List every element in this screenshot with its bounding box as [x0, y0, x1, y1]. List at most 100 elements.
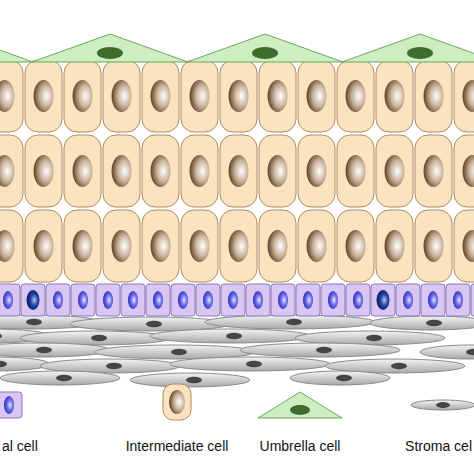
stroma-nucleus	[246, 361, 262, 367]
intermediate-nucleus	[424, 80, 444, 112]
umbrella-nucleus	[97, 47, 123, 59]
intermediate-nucleus	[307, 230, 327, 262]
intermediate-nucleus	[112, 80, 132, 112]
basal-nucleus	[53, 291, 63, 309]
intermediate-cell	[454, 60, 474, 132]
basal-nucleus	[328, 291, 338, 309]
umbrella-nucleus	[407, 47, 433, 59]
intermediate-cell	[376, 60, 413, 132]
intermediate-layer	[0, 60, 474, 282]
stroma-nucleus	[91, 335, 107, 341]
stroma-nucleus	[56, 375, 72, 381]
intermediate-nucleus	[424, 230, 444, 262]
basal-cell	[96, 284, 120, 316]
basal-nucleus	[178, 291, 188, 309]
intermediate-cell	[103, 210, 140, 282]
umbrella-cell	[187, 34, 343, 62]
intermediate-nucleus	[151, 155, 171, 187]
intermediate-cell	[0, 210, 23, 282]
stroma-cell	[290, 371, 390, 385]
basal-icon	[0, 392, 22, 418]
intermediate-nucleus	[229, 230, 249, 262]
intermediate-cell	[103, 135, 140, 207]
basal-cell	[396, 284, 420, 316]
stroma-nucleus	[426, 320, 442, 326]
basal-cell	[221, 284, 245, 316]
intermediate-cell	[181, 60, 218, 132]
intermediate-nucleus	[73, 80, 93, 112]
basal-nucleus	[3, 291, 13, 309]
basal-cell	[296, 284, 320, 316]
basal-layer	[0, 284, 474, 316]
basal-nucleus	[377, 290, 390, 310]
intermediate-cell	[337, 60, 374, 132]
stroma-nucleus	[226, 333, 242, 339]
intermediate-icon-nucleus	[169, 390, 185, 414]
basal-cell	[121, 284, 145, 316]
intermediate-nucleus	[34, 230, 54, 262]
stroma-cell	[205, 315, 375, 329]
intermediate-nucleus	[346, 230, 366, 262]
basal-cell	[21, 284, 45, 316]
intermediate-nucleus	[268, 230, 288, 262]
stroma-nucleus	[26, 319, 42, 325]
stroma-cell	[130, 373, 250, 387]
intermediate-cell	[142, 210, 179, 282]
stroma-cell	[170, 357, 330, 371]
stroma-nucleus	[186, 377, 202, 383]
intermediate-nucleus	[34, 155, 54, 187]
stroma-icon-nucleus	[436, 402, 450, 408]
intermediate-cell	[64, 135, 101, 207]
intermediate-cell	[64, 60, 101, 132]
intermediate-cell	[25, 135, 62, 207]
intermediate-cell	[220, 135, 257, 207]
stroma-nucleus	[466, 349, 474, 355]
intermediate-nucleus	[73, 230, 93, 262]
umbrella-icon	[258, 392, 342, 418]
intermediate-cell	[415, 60, 452, 132]
intermediate-nucleus	[112, 155, 132, 187]
legend-text: Stroma cel	[405, 438, 472, 454]
intermediate-nucleus	[268, 155, 288, 187]
umbrella-cell	[342, 34, 474, 62]
legend-icons	[0, 384, 474, 420]
intermediate-icon	[163, 384, 191, 420]
umbrella-nucleus	[252, 47, 278, 59]
umbrella-cell	[0, 34, 33, 62]
intermediate-nucleus	[424, 155, 444, 187]
basal-cell	[421, 284, 445, 316]
intermediate-nucleus	[346, 80, 366, 112]
stroma-nucleus	[391, 363, 407, 369]
basal-cell	[446, 284, 470, 316]
intermediate-cell	[298, 135, 335, 207]
stroma-nucleus	[146, 321, 162, 327]
umbrella-icon-nucleus	[290, 405, 310, 415]
intermediate-nucleus	[268, 80, 288, 112]
basal-icon-nucleus	[4, 396, 14, 414]
intermediate-nucleus	[229, 80, 249, 112]
intermediate-cell	[220, 60, 257, 132]
stroma-nucleus	[336, 375, 352, 381]
intermediate-cell	[220, 210, 257, 282]
stroma-cell	[0, 371, 120, 385]
intermediate-nucleus	[463, 230, 474, 262]
stroma-nucleus	[0, 361, 7, 367]
intermediate-nucleus	[463, 80, 474, 112]
intermediate-nucleus	[346, 155, 366, 187]
basal-cell	[171, 284, 195, 316]
intermediate-cell	[259, 60, 296, 132]
intermediate-cell	[181, 135, 218, 207]
basal-cell	[471, 284, 474, 316]
intermediate-nucleus	[463, 155, 474, 187]
stroma-cell	[420, 345, 474, 359]
intermediate-cell	[142, 60, 179, 132]
intermediate-cell	[181, 210, 218, 282]
intermediate-nucleus	[307, 80, 327, 112]
stroma-nucleus	[0, 333, 2, 339]
intermediate-nucleus	[307, 155, 327, 187]
intermediate-cell	[25, 210, 62, 282]
intermediate-cell	[376, 210, 413, 282]
umbrella-layer	[0, 34, 474, 62]
